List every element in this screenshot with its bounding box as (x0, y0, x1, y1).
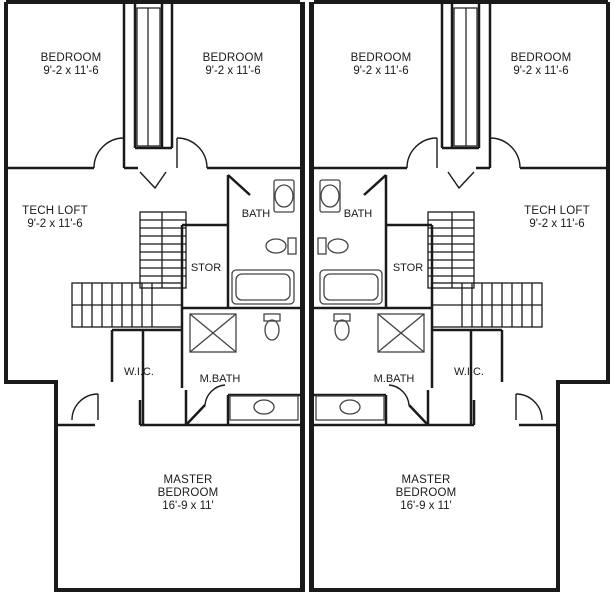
left-master-bedroom-name-1: MASTER (163, 474, 213, 486)
left-bedroom-2-label: BEDROOM 9'-2 x 11'-6 (188, 52, 278, 78)
right-master-bedroom-label: MASTER BEDROOM 16'-9 x 11' (366, 474, 486, 513)
left-master-bath-label: M.BATH (199, 373, 241, 385)
right-bedroom-1-label: BEDROOM 9'-2 x 11'-6 (336, 52, 426, 78)
right-master-bath-label: M.BATH (373, 373, 415, 385)
left-bedroom-2-name: BEDROOM (202, 52, 264, 64)
right-master-bedroom-dims: 16'-9 x 11' (400, 500, 452, 512)
left-bedroom-2-dims: 9'-2 x 11'-6 (205, 65, 261, 77)
right-bath-label: BATH (343, 208, 373, 220)
left-tech-loft-label: TECH LOFT 9'-2 x 11'-6 (10, 205, 100, 231)
left-bath-label: BATH (241, 208, 271, 220)
right-wic-label: W.I.C. (454, 366, 484, 378)
right-tech-loft-name: TECH LOFT (524, 205, 590, 217)
left-wic-label: W.I.C. (124, 366, 154, 378)
left-master-bedroom-dims: 16'-9 x 11' (162, 500, 214, 512)
left-bedroom-1-label: BEDROOM 9'-2 x 11'-6 (26, 52, 116, 78)
right-master-bedroom-name-2: BEDROOM (395, 487, 457, 499)
right-tech-loft-label: TECH LOFT 9'-2 x 11'-6 (512, 205, 602, 231)
right-stor-label: STOR (392, 262, 424, 274)
left-bedroom-1-dims: 9'-2 x 11'-6 (43, 65, 99, 77)
right-bedroom-1-name: BEDROOM (350, 52, 412, 64)
left-bedroom-1-name: BEDROOM (40, 52, 102, 64)
left-master-bedroom-label: MASTER BEDROOM 16'-9 x 11' (128, 474, 248, 513)
right-bedroom-1-dims: 9'-2 x 11'-6 (353, 65, 409, 77)
right-tech-loft-dims: 9'-2 x 11'-6 (529, 218, 585, 230)
right-master-bedroom-name-1: MASTER (401, 474, 451, 486)
left-master-bedroom-name-2: BEDROOM (157, 487, 219, 499)
right-bedroom-2-label: BEDROOM 9'-2 x 11'-6 (496, 52, 586, 78)
left-stor-label: STOR (190, 262, 222, 274)
right-bedroom-2-name: BEDROOM (510, 52, 572, 64)
left-tech-loft-dims: 9'-2 x 11'-6 (27, 218, 83, 230)
right-bedroom-2-dims: 9'-2 x 11'-6 (513, 65, 569, 77)
left-tech-loft-name: TECH LOFT (22, 205, 88, 217)
